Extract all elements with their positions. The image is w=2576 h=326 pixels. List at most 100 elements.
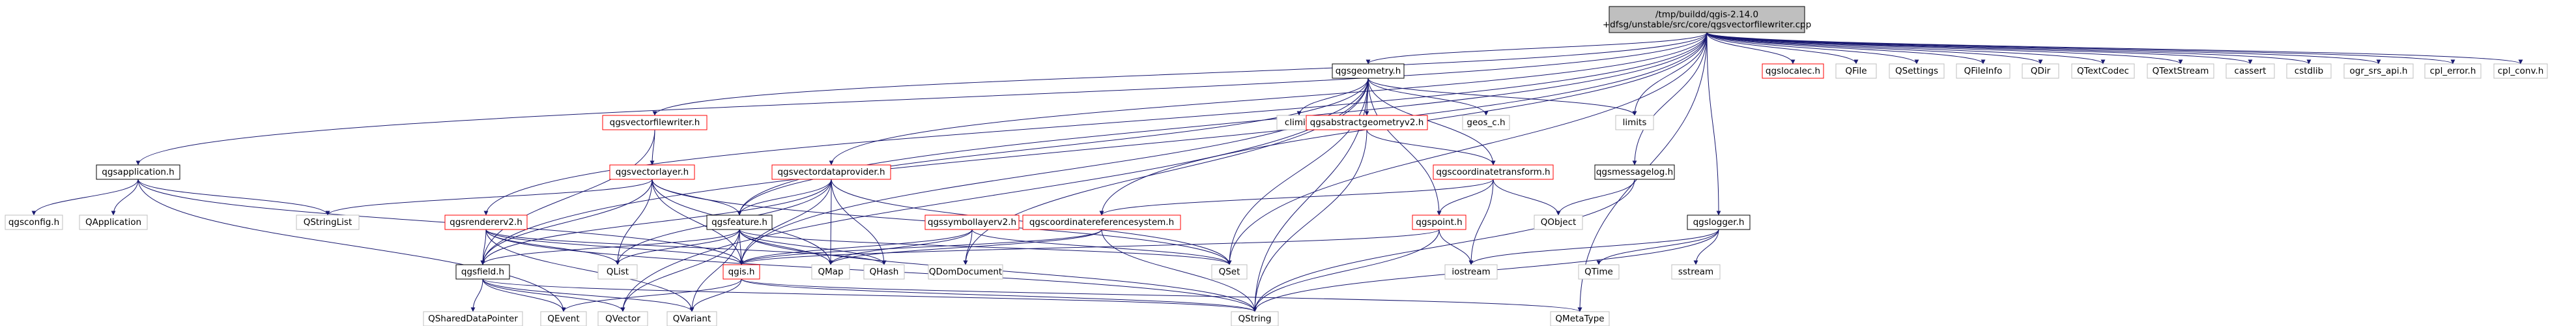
edge-qgsvectorlayer-to-qgsfield xyxy=(480,179,653,265)
node-qgspoint[interactable]: qgspoint.h xyxy=(1412,215,1467,230)
node-label-QDir: QDir xyxy=(2031,66,2051,76)
node-QString: QString xyxy=(1231,311,1279,326)
edge-qgsgeometry-to-qgspoint xyxy=(1367,78,1442,216)
node-label-QVariant: QVariant xyxy=(673,314,711,324)
node-box-qgsvectorfilewriter xyxy=(602,115,708,130)
node-label-QSet: QSet xyxy=(1219,267,1240,277)
node-box-QEvent xyxy=(540,311,587,326)
node-qgslocalec[interactable]: qgslocalec.h xyxy=(1762,63,1824,79)
node-qgsfeature[interactable]: qgsfeature.h xyxy=(706,215,773,230)
node-qgsvectordataprovider[interactable]: qgsvectordataprovider.h xyxy=(771,164,891,180)
node-ogr_srs_api: ogr_srs_api.h xyxy=(2343,63,2414,79)
node-label-cstdlib: cstdlib xyxy=(2295,66,2323,76)
node-label-qgscoordinatetransform: qgscoordinatetransform.h xyxy=(1436,167,1550,177)
node-qgsvectorlayer[interactable]: qgsvectorlayer.h xyxy=(609,164,695,180)
node-QEvent: QEvent xyxy=(540,311,587,326)
node-qgslogger[interactable]: qgslogger.h xyxy=(1687,215,1751,230)
node-box-qgsconfig xyxy=(5,215,63,230)
node-limits: limits xyxy=(1615,115,1654,130)
node-QDomDocument: QDomDocument xyxy=(928,264,1003,280)
node-cpl_conv: cpl_conv.h xyxy=(2493,63,2548,79)
edge-qgsapplication-to-qgis xyxy=(137,179,744,265)
node-box-qgscoordinatereferencesystem xyxy=(1022,215,1181,230)
node-qgsrendererv2[interactable]: qgsrendererv2.h xyxy=(444,215,528,230)
edge-qgspoint-to-QString xyxy=(1252,229,1440,312)
edge-qgsfield-to-QEvent xyxy=(482,278,566,312)
node-qgis[interactable]: qgis.h xyxy=(723,264,760,280)
node-box-QStringList xyxy=(296,215,360,230)
node-label-qgsvectordataprovider: qgsvectordataprovider.h xyxy=(777,167,885,177)
nodes: /tmp/buildd/qgis-2.14.0+dfsg/unstable/sr… xyxy=(5,6,2548,326)
node-label-QVector: QVector xyxy=(605,314,640,324)
edge-qgsapplication-to-QEvent xyxy=(137,179,566,312)
node-box-QFileInfo xyxy=(1956,63,2011,79)
node-qgsfield[interactable]: qgsfield.h xyxy=(455,264,510,280)
edge-qgis-to-QString xyxy=(741,278,1257,312)
node-qgsconfig: qgsconfig.h xyxy=(5,215,63,230)
edge-root-to-QSet xyxy=(1227,32,1708,265)
node-qgscoordinatereferencesystem[interactable]: qgscoordinatereferencesystem.h xyxy=(1022,215,1181,230)
edge-root-to-cassert xyxy=(1706,32,2253,65)
edge-qgsvectordataprovider-to-qgis xyxy=(739,179,832,265)
node-box-QDomDocument xyxy=(928,264,1003,280)
node-box-qgsabstractgeometryv2 xyxy=(1306,115,1428,130)
edge-qgsfield-to-QVector xyxy=(482,278,625,312)
node-box-QMap xyxy=(811,264,850,280)
node-qgsabstractgeometryv2[interactable]: qgsabstractgeometryv2.h xyxy=(1306,115,1428,130)
node-qgssymbollayerv2[interactable]: qgssymbollayerv2.h xyxy=(924,215,1020,230)
node-label-qgsrendererv2: qgsrendererv2.h xyxy=(450,217,522,228)
node-box-qgis xyxy=(723,264,760,280)
node-qgsvectorfilewriter[interactable]: qgsvectorfilewriter.h xyxy=(602,115,708,130)
node-label-QMap: QMap xyxy=(818,267,843,277)
node-label-iostream: iostream xyxy=(1452,267,1490,277)
node-box-qgsrendererv2 xyxy=(444,215,528,230)
edge-root-to-QSettings xyxy=(1706,32,1919,65)
node-box-qgssymbollayerv2 xyxy=(924,215,1020,230)
node-label-qgsgeometry: qgsgeometry.h xyxy=(1336,66,1401,76)
node-qgsmessagelog[interactable]: qgsmessagelog.h xyxy=(1594,164,1675,180)
node-qgsapplication[interactable]: qgsapplication.h xyxy=(96,164,180,180)
node-label-QTextStream: QTextStream xyxy=(2153,66,2209,76)
node-box-qgsvectorlayer xyxy=(609,164,695,180)
node-label-qgssymbollayerv2: qgssymbollayerv2.h xyxy=(928,217,1016,228)
node-QVector: QVector xyxy=(597,311,648,326)
node-box-QTime xyxy=(1578,264,1620,280)
node-box-QSettings xyxy=(1889,63,1945,79)
edge-qgssymbollayerv2-to-qgis xyxy=(739,229,973,265)
edge-root-to-qgsgeometry xyxy=(1366,32,1708,65)
node-QFileInfo: QFileInfo xyxy=(1956,63,2011,79)
node-label-cpl_conv: cpl_conv.h xyxy=(2498,66,2544,76)
edge-qgsgeometry-to-climits xyxy=(1296,78,1369,116)
node-box-QApplication xyxy=(79,215,148,230)
node-qgscoordinatetransform[interactable]: qgscoordinatetransform.h xyxy=(1433,164,1554,180)
node-label-qgsvectorlayer: qgsvectorlayer.h xyxy=(616,167,689,177)
node-QStringList: QStringList xyxy=(296,215,360,230)
node-root[interactable]: /tmp/buildd/qgis-2.14.0+dfsg/unstable/sr… xyxy=(1603,6,1811,33)
node-QVariant: QVariant xyxy=(666,311,717,326)
node-QMetaType: QMetaType xyxy=(1550,311,1610,326)
node-label-QFileInfo: QFileInfo xyxy=(1964,66,2003,76)
node-label-geos_c: geos_c.h xyxy=(1467,117,1505,128)
node-box-QString xyxy=(1231,311,1279,326)
node-cstdlib: cstdlib xyxy=(2286,63,2332,79)
node-QFile: QFile xyxy=(1835,63,1877,79)
edge-qgsapplication-to-QStringList xyxy=(137,179,330,216)
node-box-qgspoint xyxy=(1412,215,1467,230)
node-qgsgeometry[interactable]: qgsgeometry.h xyxy=(1332,63,1405,79)
edge-root-to-qgsmessagelog xyxy=(1632,32,1708,166)
edge-qgsgeometry-to-QSet xyxy=(1227,78,1369,265)
node-label-QFile: QFile xyxy=(1845,66,1867,76)
edge-root-to-QDir xyxy=(1706,32,2043,65)
node-QSet: QSet xyxy=(1211,264,1248,280)
edge-root-to-qgslocalec xyxy=(1706,32,1796,65)
edge-qgsvectordataprovider-to-qgsfield xyxy=(480,179,832,265)
node-label-QMetaType: QMetaType xyxy=(1555,314,1604,324)
edge-qgsgeometry-to-qgis xyxy=(739,78,1369,265)
edge-root-to-QFile xyxy=(1706,32,1859,65)
node-box-geos_c xyxy=(1462,115,1510,130)
node-label-qgsabstractgeometryv2: qgsabstractgeometryv2.h xyxy=(1310,117,1424,128)
node-box-QSet xyxy=(1211,264,1248,280)
node-label-QTime: QTime xyxy=(1584,267,1613,277)
node-label-qgsmessagelog: qgsmessagelog.h xyxy=(1596,167,1673,177)
